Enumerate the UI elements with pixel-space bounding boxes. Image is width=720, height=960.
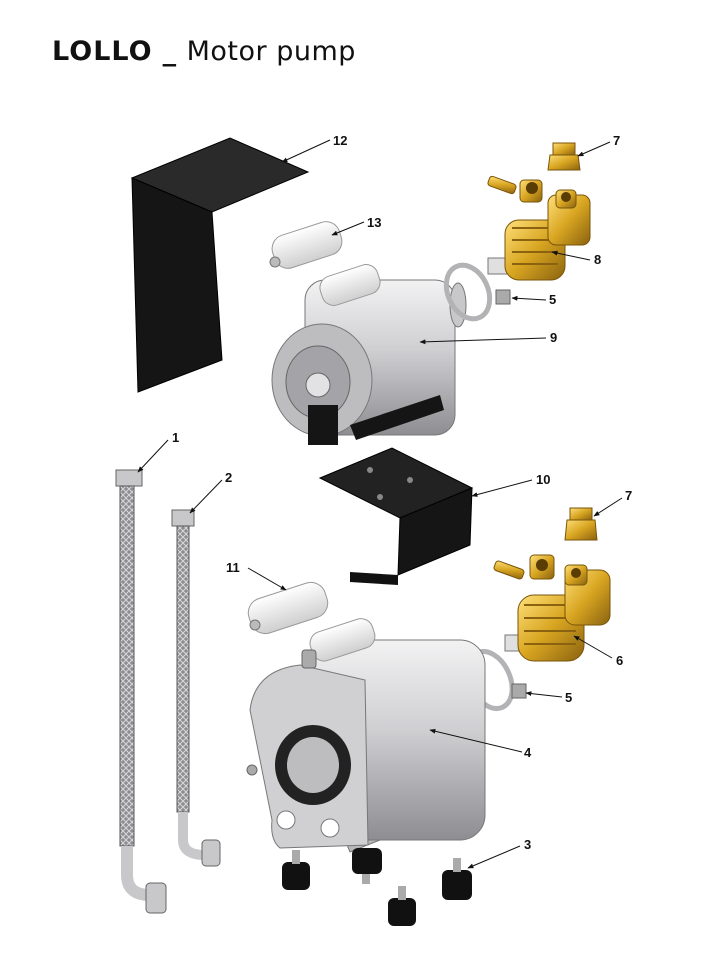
callout-6: 6 <box>616 653 623 668</box>
title-subtitle: Motor pump <box>186 36 356 67</box>
callout-9: 9 <box>550 330 557 345</box>
mounting-bracket <box>318 447 474 585</box>
pump-lower <box>493 554 611 662</box>
callout-5-lower: 5 <box>565 690 572 705</box>
brand-name: LOLLO <box>52 36 153 67</box>
leader-lines <box>137 139 623 869</box>
cover-plate <box>130 137 310 393</box>
callout-11: 11 <box>226 560 240 575</box>
fitting-lower <box>564 507 598 541</box>
rubber-feet <box>282 848 472 926</box>
fitting-upper <box>547 142 581 171</box>
hose-short <box>171 509 221 867</box>
motor-lower <box>246 618 486 853</box>
callout-labels: 1 2 3 4 5 5 6 7 7 8 9 10 11 12 13 <box>172 133 632 852</box>
title-separator: _ <box>162 36 177 67</box>
callout-12: 12 <box>333 133 347 148</box>
callout-4: 4 <box>524 745 532 760</box>
hose-long <box>115 469 167 914</box>
capacitor-lower <box>247 581 329 635</box>
callout-8: 8 <box>594 252 601 267</box>
capacitor-small <box>269 221 343 269</box>
callout-2: 2 <box>225 470 232 485</box>
clamp-upper <box>443 262 511 322</box>
callout-3: 3 <box>524 837 531 852</box>
callout-1: 1 <box>172 430 179 445</box>
motor-upper <box>271 264 467 445</box>
callout-5-upper: 5 <box>549 292 556 307</box>
callout-13: 13 <box>367 215 381 230</box>
pump-upper <box>487 175 591 281</box>
callout-7-lower: 7 <box>625 488 632 503</box>
callout-7-upper: 7 <box>613 133 620 148</box>
callout-10: 10 <box>536 472 550 487</box>
page-title: LOLLO _ Motor pump <box>52 36 356 67</box>
